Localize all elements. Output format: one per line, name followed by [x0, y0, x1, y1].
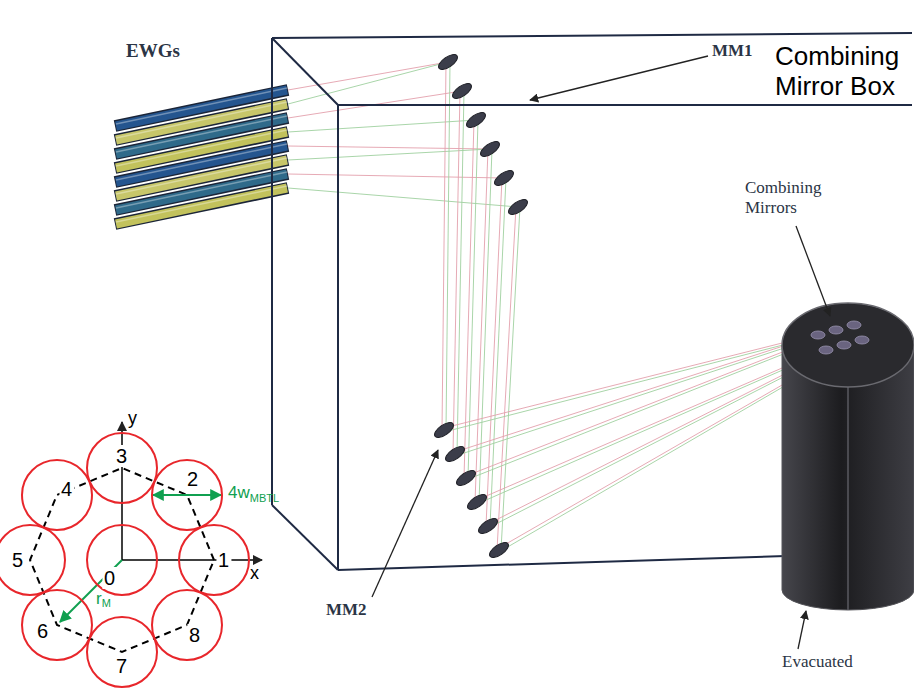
box-edge [272, 505, 338, 570]
numbered-circle: 3 [86, 432, 158, 504]
part-name: Combining Mirrors [745, 178, 835, 219]
leader-arrow [796, 226, 830, 316]
beam-line [288, 174, 504, 178]
box-edge [272, 38, 338, 105]
leader-arrow [530, 56, 708, 100]
combining-mirror [855, 336, 869, 344]
circle-number: 8 [187, 624, 202, 646]
mirror-group [432, 52, 530, 561]
waveguide-highlight [116, 186, 287, 222]
x-axis [122, 559, 262, 561]
circle-number: 6 [35, 620, 50, 642]
beam-line [446, 62, 450, 430]
mirror [443, 444, 467, 465]
cylinder-seam [847, 387, 849, 610]
beam-line [288, 188, 518, 207]
circle-number: 1 [216, 549, 231, 571]
part-name: MM2 [326, 600, 367, 620]
beam-line [442, 62, 446, 430]
combining-mirror [847, 321, 861, 329]
beam-line [486, 178, 502, 526]
beam-line [457, 91, 464, 454]
mirror [450, 81, 474, 102]
beam-line [497, 207, 516, 550]
array-inset [30, 422, 262, 652]
evacuated-cylinder [782, 303, 914, 610]
beam-line [444, 336, 818, 432]
beam-line [490, 178, 506, 526]
beam-width-arrow [153, 494, 221, 496]
dimension-label: r [96, 589, 102, 609]
beam-line [477, 349, 826, 500]
part-name: MM1 [712, 41, 753, 61]
mirror [506, 197, 530, 218]
beam-line [501, 207, 520, 550]
dimension-subscript: M [102, 597, 111, 610]
numbered-circle: 8 [151, 589, 223, 661]
mirror [476, 516, 500, 537]
waveguide-label: EWGs [126, 40, 180, 62]
circle-number: 5 [10, 549, 25, 571]
circle-number: 2 [185, 468, 200, 490]
beam-line [477, 351, 826, 504]
circle-number: 3 [114, 445, 129, 467]
beam-line [455, 331, 836, 456]
combining-mirror-group [811, 321, 869, 354]
box-edge [271, 38, 273, 505]
circle-number: 0 [102, 567, 117, 589]
combining-mirror [837, 341, 851, 349]
waveguide-outline [115, 188, 288, 224]
combining-mirror [811, 331, 825, 339]
mirror [464, 110, 488, 131]
numbered-circle: 5 [0, 524, 66, 596]
beam-line [453, 91, 460, 454]
numbered-circle: 1 [178, 524, 250, 596]
beam-line [444, 334, 818, 428]
numbered-circle: 4 [21, 459, 93, 531]
box-edge [272, 33, 912, 38]
combining-mirror [829, 326, 843, 334]
axis-label: y [128, 408, 137, 429]
waveguide [116, 188, 287, 224]
numbered-circle: 2 [151, 459, 223, 531]
numbered-circle: 0 [86, 524, 158, 596]
beam-line [288, 62, 448, 104]
cylinder-top [782, 303, 914, 387]
beam-line [455, 329, 836, 452]
axis-label: x [250, 563, 259, 584]
mirror [436, 52, 460, 73]
leader-arrow [372, 450, 438, 597]
mirror [478, 139, 502, 160]
radius-arrow [60, 560, 122, 622]
leader-arrow [798, 611, 806, 649]
dimension-label: 4w [228, 483, 250, 503]
dimension-subscript: MBTL [250, 492, 279, 505]
box-edge [338, 104, 912, 106]
mirror [487, 540, 511, 561]
leader-arrows [372, 56, 830, 649]
circle-number: 4 [59, 478, 74, 500]
combining-mirror [819, 346, 833, 354]
mirror [492, 168, 516, 189]
y-axis [121, 422, 123, 560]
beam-line [288, 120, 476, 132]
beam-line [288, 62, 448, 90]
beam-group [115, 62, 862, 552]
mirror [454, 468, 478, 489]
beam-line [288, 146, 490, 149]
beam-line [288, 149, 490, 160]
mirror [465, 492, 489, 513]
numbered-circle: 6 [21, 589, 93, 661]
part-name: Evacuated [782, 652, 853, 672]
box-title: Combining Mirror Box [775, 42, 909, 102]
circle-number: 7 [114, 655, 129, 677]
box-edge [337, 105, 339, 570]
numbered-circle: 7 [86, 616, 158, 688]
mirror [432, 420, 456, 441]
beam-line [479, 149, 492, 502]
